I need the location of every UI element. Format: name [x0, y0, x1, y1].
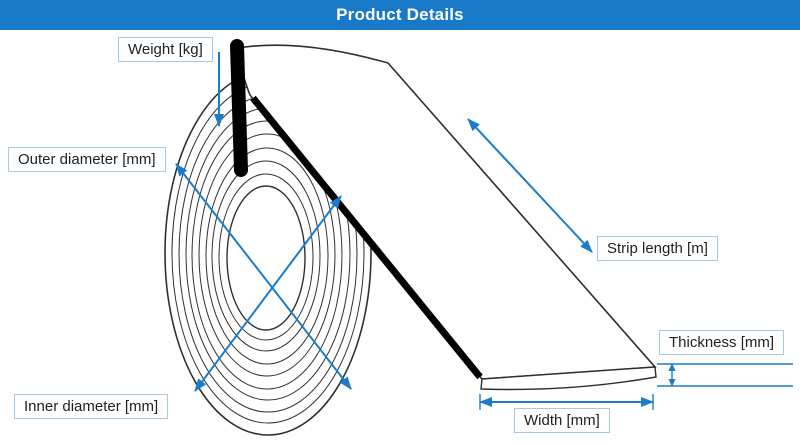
- strip-inner-end: [230, 39, 248, 177]
- strip-length-arrow: [467, 118, 593, 253]
- strip-edge-band: [250, 95, 483, 380]
- outer-diameter-label: Outer diameter [mm]: [8, 147, 166, 172]
- header-bar: Product Details: [0, 0, 800, 30]
- width-label: Width [mm]: [514, 408, 610, 433]
- inner-diameter-arrow: [194, 195, 342, 392]
- weight-label: Weight [kg]: [118, 37, 213, 62]
- dimension-arrows: [175, 52, 793, 410]
- coil-inner-hole: [226, 185, 306, 331]
- strip-end-face: [480, 366, 657, 391]
- strip-length-label: Strip length [m]: [597, 236, 718, 261]
- page-title: Product Details: [336, 5, 464, 24]
- inner-diameter-label: Inner diameter [mm]: [14, 394, 169, 419]
- thickness-label: Thickness [mm]: [659, 330, 785, 355]
